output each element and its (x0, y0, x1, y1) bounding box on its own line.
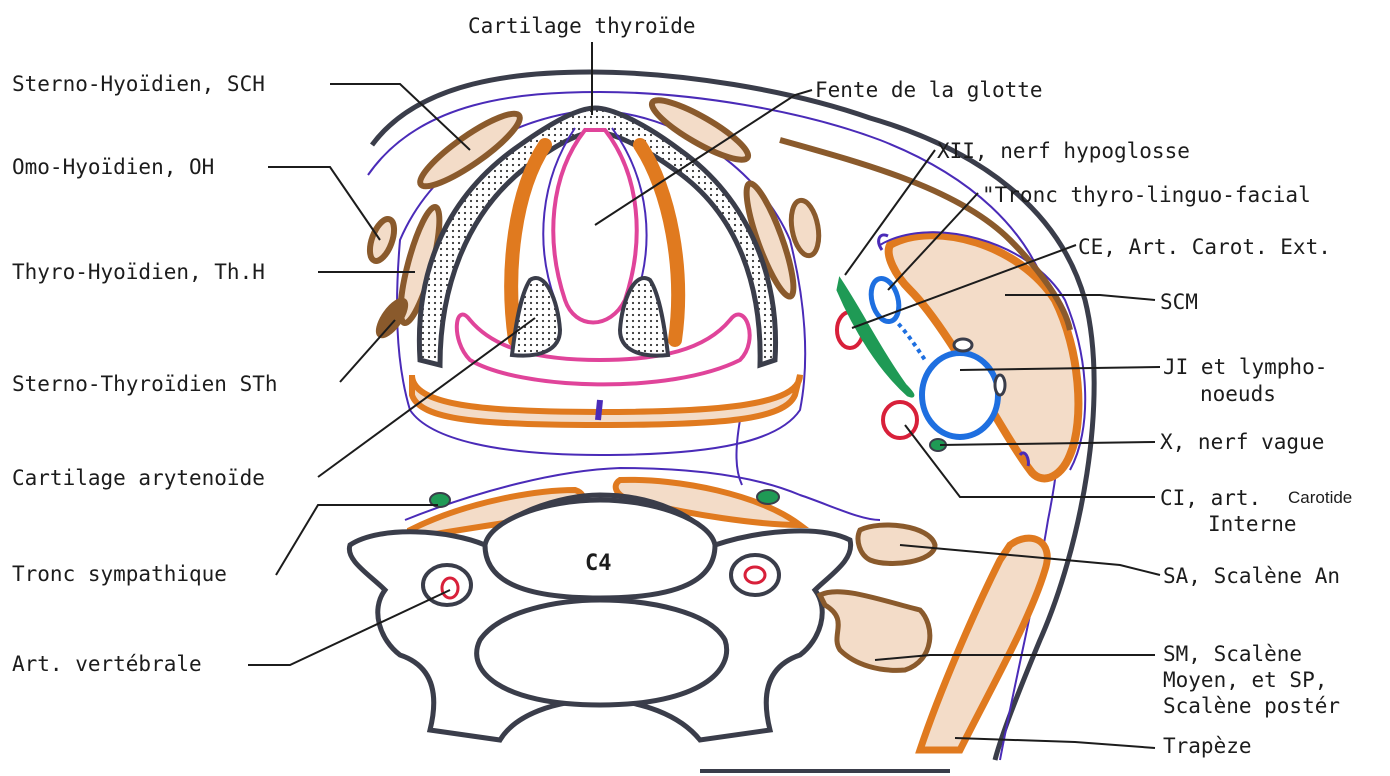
label-cartilage-thyroide: Cartilage thyroïde (468, 14, 696, 38)
label-art-vertebrale: Art. vertébrale (12, 652, 202, 676)
label-fente-glotte: Fente de la glotte (815, 78, 1043, 102)
label-ji-line1: JI et lympho- (1163, 355, 1327, 379)
label-tronc-sympathique: Tronc sympathique (12, 562, 227, 586)
label-ci-carotide: Carotide (1288, 486, 1352, 510)
vertebral-body (485, 500, 715, 598)
label-omo-hyoidien: Omo-Hyoïdien, OH (12, 155, 214, 179)
label-cartilage-arytenoide: Cartilage arytenoïde (12, 466, 265, 490)
label-sm-line3: Scalène postér (1163, 694, 1340, 718)
arytenoid-cartilage-left (512, 278, 560, 356)
thyro-linguo-facial-trunk (867, 275, 904, 324)
glottis-mucosa (553, 130, 636, 323)
vertebral-foramen (477, 600, 727, 705)
label-trapeze: Trapèze (1163, 734, 1252, 758)
sympathetic-trunk-right (757, 490, 779, 504)
label-carotide-externe: CE, Art. Carot. Ext. (1078, 235, 1331, 259)
leader-sterno-thyroidien (340, 320, 395, 382)
label-scm: SCM (1160, 290, 1198, 314)
label-sterno-thyroidien: Sterno-Thyroïdien STh (12, 372, 278, 396)
label-ji-line2: noeuds (1200, 382, 1276, 406)
piriform-mucosa (457, 315, 750, 385)
vertebral-artery-left (442, 578, 458, 598)
label-vertebra-c4: C4 (585, 551, 612, 576)
label-scalene-an: SA, Scalène An (1163, 564, 1340, 588)
label-ci-line2: Interne (1208, 512, 1297, 536)
venous-connection (893, 318, 925, 360)
label-nerf-hypoglosse: XII, nerf hypoglosse (937, 139, 1190, 163)
internal-jugular-vein (922, 353, 998, 437)
pretracheal-fascia-link (736, 420, 742, 485)
label-ci-line1: CI, art. (1160, 486, 1261, 510)
scalenus-anterior (858, 525, 935, 564)
lymph-node-2 (995, 375, 1005, 395)
scalenus-medius-posterior (820, 592, 930, 671)
leader-omo-hyoidien (268, 167, 380, 240)
label-sm-line1: SM, Scalène (1163, 642, 1302, 666)
label-tronc-thyro: "Tronc thyro-linguo-facial (982, 183, 1311, 207)
trapezius-muscle (920, 538, 1047, 750)
omo-hyoid-muscle-left (365, 216, 399, 264)
label-thyro-hyoidien: Thyro-Hyoïdien, Th.H (12, 260, 265, 284)
lymph-node-1 (954, 339, 972, 351)
leader-fente-glotte (595, 90, 812, 225)
label-sm-line2: Moyen, et SP, (1163, 668, 1327, 692)
vertebral-artery-right (745, 567, 765, 583)
raphe (598, 400, 600, 420)
label-nerf-vague: X, nerf vague (1160, 430, 1324, 454)
leader-trapeze (955, 738, 1155, 748)
label-sterno-hyoidien: Sterno-Hyoïdien, SCH (12, 72, 265, 96)
